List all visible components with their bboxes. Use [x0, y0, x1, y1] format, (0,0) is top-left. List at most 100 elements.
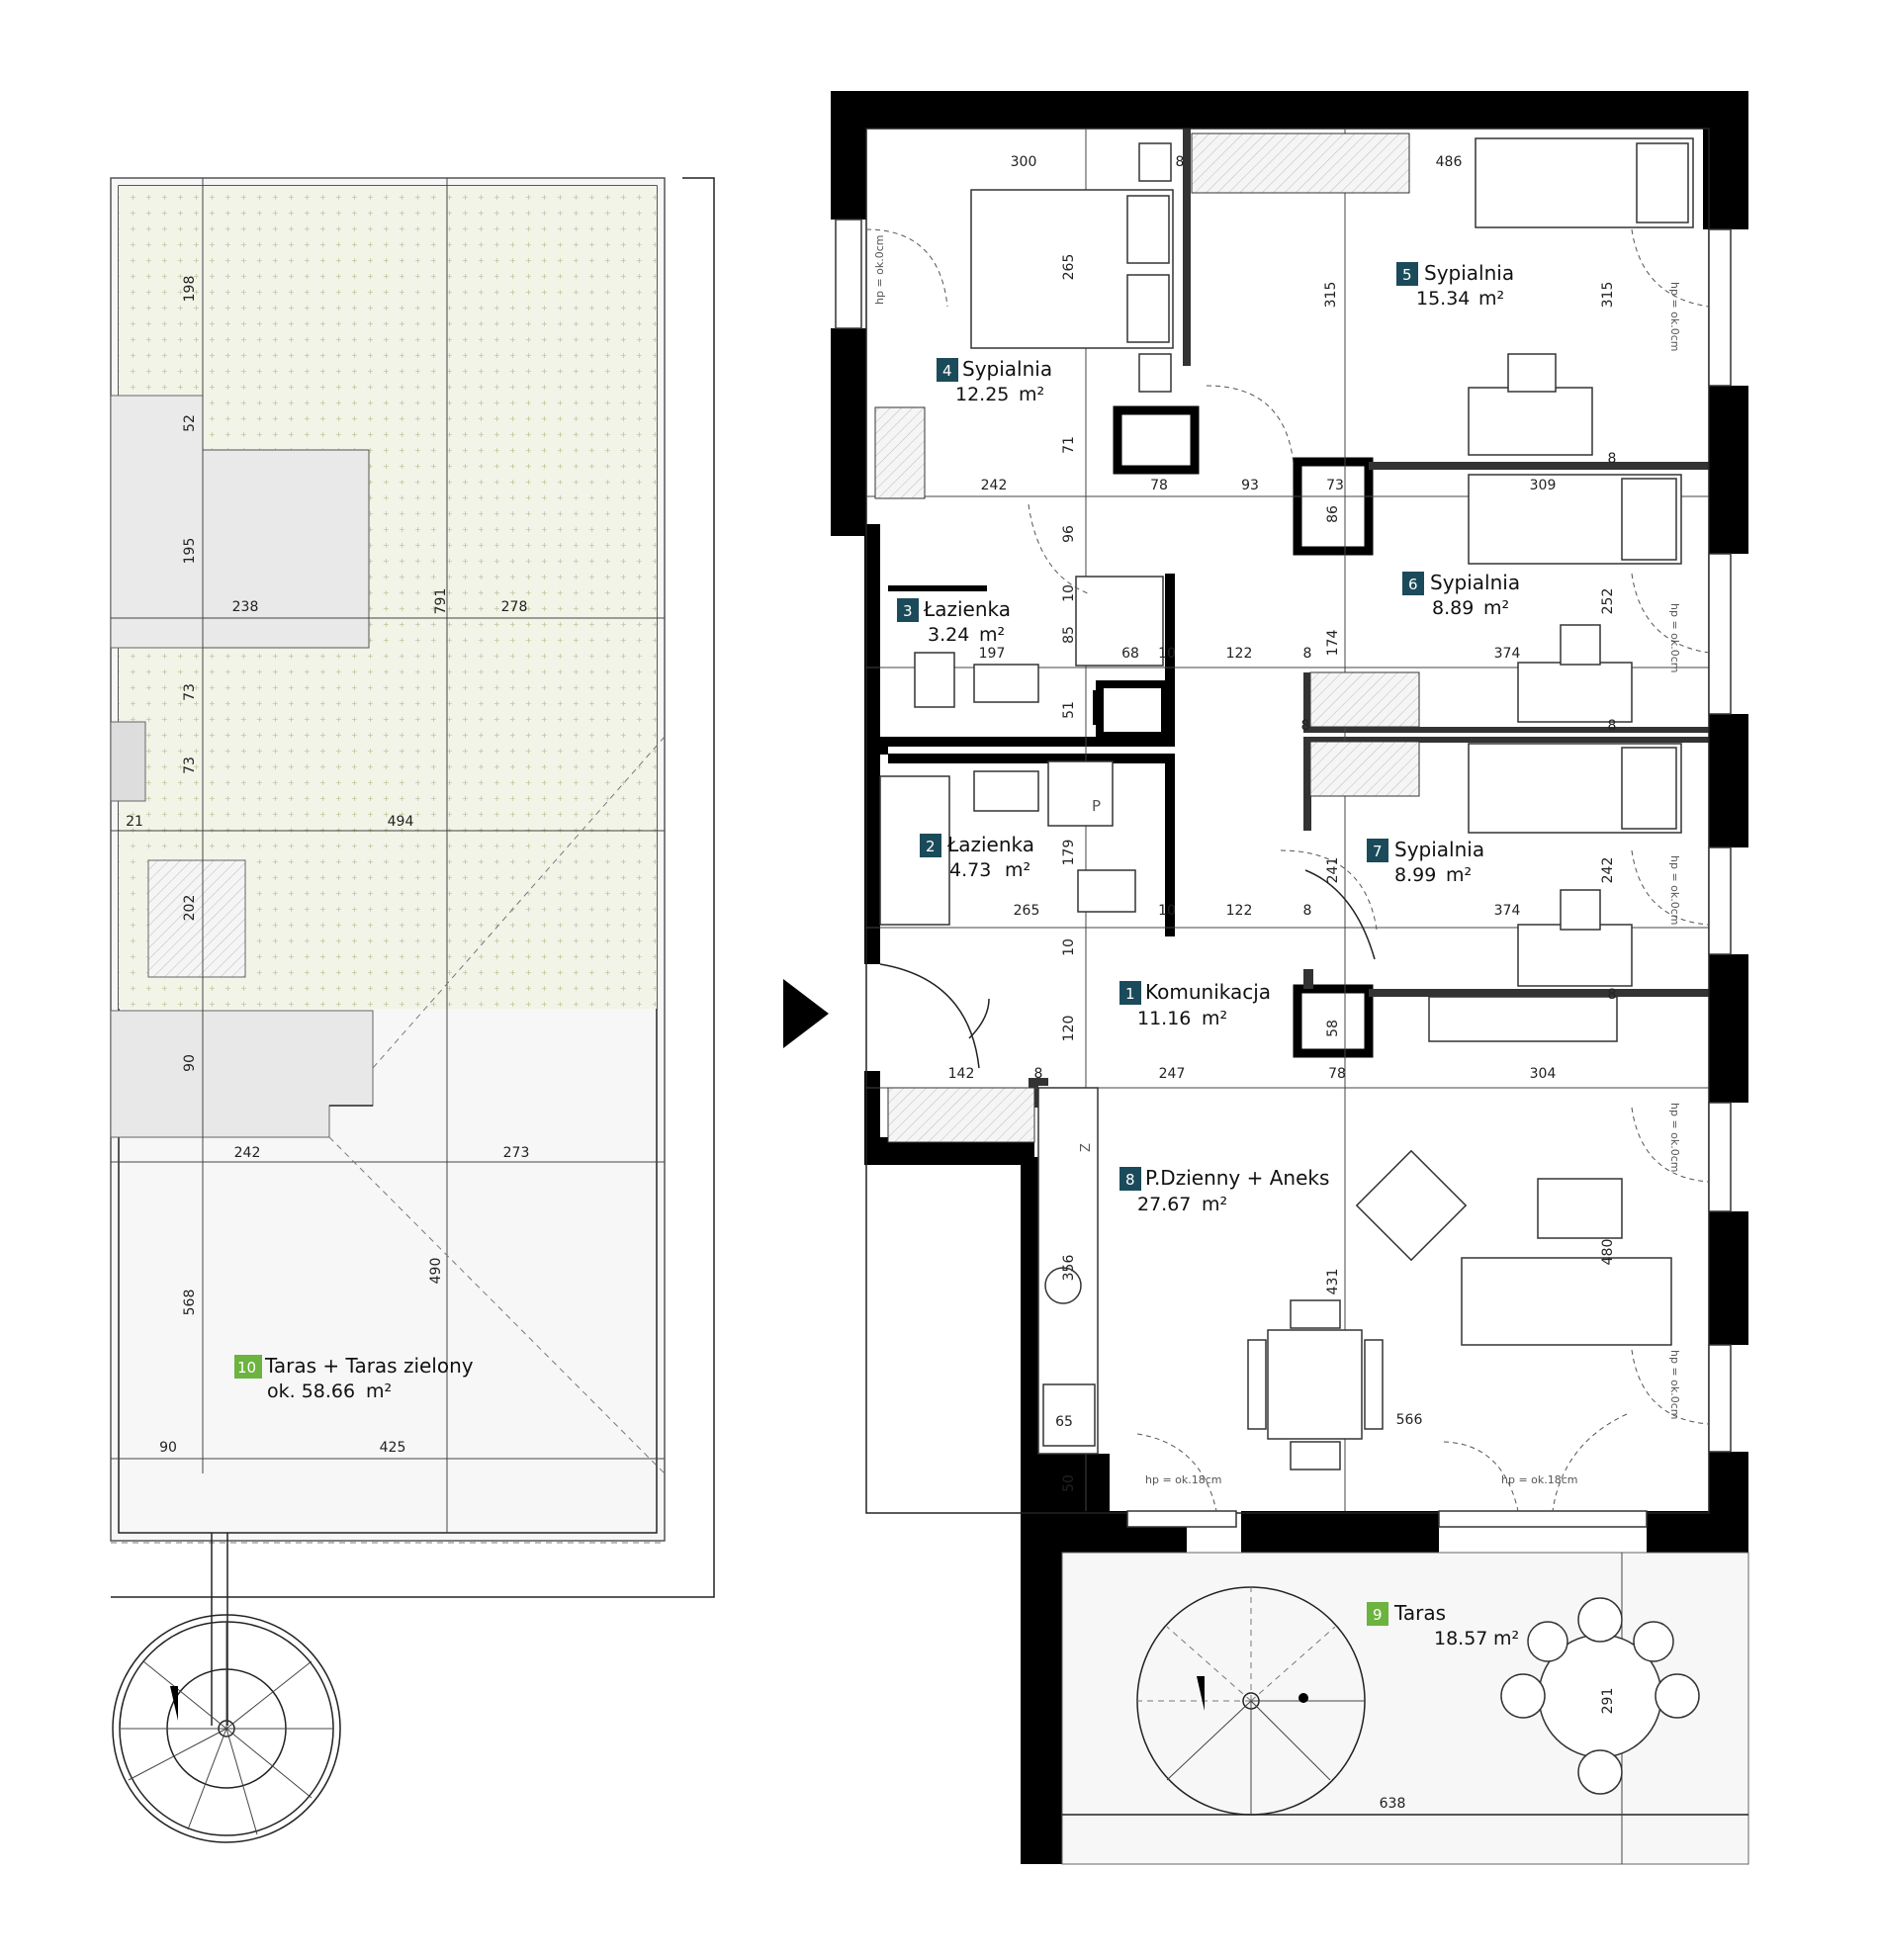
dimension-label: 179 — [1061, 840, 1077, 866]
room-area-unit: m² — [366, 1381, 392, 1402]
dimension-label: 566 — [1396, 1412, 1423, 1428]
room-label-10: 10 Taras + Taras zielony ok. 58.66 m² — [234, 1354, 474, 1402]
dimension-label: 242 — [1600, 857, 1616, 884]
room-area: 27.67 — [1137, 1194, 1191, 1215]
dimension-label: 252 — [1600, 588, 1616, 615]
dimension-label: 374 — [1494, 903, 1521, 919]
room-number: 8 — [1125, 1171, 1135, 1189]
hp-label: hp = ok.0cm — [873, 234, 886, 305]
dimension-label: 8 — [1608, 451, 1617, 467]
apartment-walls — [831, 91, 1748, 1864]
dimension-label: 265 — [1061, 254, 1077, 281]
door-swings — [865, 228, 1710, 1512]
dimension-label: 638 — [1380, 1796, 1406, 1812]
dimension-label: 374 — [1494, 646, 1521, 662]
room-area: 18.57 — [1434, 1628, 1487, 1649]
dimension-label: 315 — [1323, 282, 1339, 309]
room-number: 4 — [942, 362, 952, 380]
dimension-label: 120 — [1061, 1016, 1077, 1042]
dimension-label: 8 — [1176, 154, 1185, 170]
room-number-badge — [1396, 262, 1418, 286]
dimension-label: 247 — [1159, 1066, 1186, 1082]
dimension-label: 65 — [1055, 1414, 1073, 1430]
room-label-8: 8 P.Dzienny + Aneks 27.67 m² — [1119, 1166, 1329, 1215]
furniture — [874, 133, 1700, 1816]
dimension-label: 195 — [182, 538, 198, 565]
room-label-7: 7 Sypialnia 8.99 m² — [1367, 838, 1484, 886]
dimension-label: 494 — [388, 814, 414, 830]
room-area-unit: m² — [1202, 1194, 1227, 1215]
dimension-label: 568 — [182, 1290, 198, 1316]
dimension-label: 58 — [1325, 1020, 1341, 1037]
dimension-label: 122 — [1226, 903, 1253, 919]
room-number: 1 — [1125, 985, 1135, 1003]
room-label-9: 9 Taras 18.57 m² — [1367, 1601, 1519, 1649]
dimension-label: 21 — [126, 814, 143, 830]
room-name: Sypialnia — [1394, 838, 1484, 861]
room-area: 8.89 — [1432, 597, 1474, 619]
dimension-label: 238 — [232, 599, 259, 615]
dimension-label: 198 — [182, 276, 198, 303]
dimension-label: 278 — [501, 599, 528, 615]
dimension-label: 291 — [1600, 1688, 1616, 1715]
room-area-unit: m² — [1478, 288, 1504, 310]
dimension-label: 73 — [182, 683, 198, 701]
room-name: P.Dzienny + Aneks — [1145, 1166, 1329, 1190]
room-number: 7 — [1373, 843, 1383, 860]
dimension-label: 8 — [1608, 718, 1617, 734]
room-label-1: 1 Komunikacja 11.16 m² — [1119, 980, 1271, 1029]
room-number: 9 — [1373, 1606, 1383, 1624]
dimension-label: 52 — [182, 414, 198, 432]
room-number-badge — [1367, 1602, 1388, 1626]
room-name: Łazienka — [946, 833, 1034, 856]
room-label-3: 3 Łazienka 3.24 m² — [897, 597, 1011, 646]
room-area: ok. 58.66 — [267, 1381, 355, 1402]
dimension-label: 431 — [1325, 1269, 1341, 1295]
dimension-label: 425 — [380, 1440, 406, 1456]
dimension-label: 8 — [1608, 987, 1617, 1003]
dimension-label: 93 — [1241, 478, 1259, 493]
dimension-label: 8 — [1301, 718, 1310, 734]
hp-label: hp = ok.18cm — [1145, 1473, 1222, 1486]
room-area: 11.16 — [1137, 1008, 1191, 1029]
room-area: 4.73 — [949, 859, 991, 881]
dimension-label: 85 — [1061, 626, 1077, 644]
dimension-label: 242 — [234, 1145, 261, 1161]
room-number-badge — [897, 598, 919, 622]
stove-mark: P — [1092, 797, 1101, 815]
dimension-label: 10 — [1158, 646, 1176, 662]
room-area-unit: m² — [1005, 859, 1030, 881]
room-number-badge — [1367, 839, 1388, 862]
room-label-5: 5 Sypialnia 15.34 m² — [1396, 261, 1514, 310]
dimension-label: 241 — [1325, 857, 1341, 884]
hp-label: hp = ok.0cm — [1668, 603, 1681, 673]
room-number-badge — [1402, 572, 1424, 595]
room-number-badge — [920, 834, 941, 857]
dimension-label: 10 — [1061, 584, 1077, 602]
dimension-label: 356 — [1061, 1255, 1077, 1282]
height-annotations: hp = ok.0cm hp = ok.0cm hp = ok.0cm hp =… — [873, 234, 1681, 1486]
hp-label: hp = ok.0cm — [1668, 855, 1681, 926]
dimension-label: 86 — [1325, 505, 1341, 523]
room-number-badge — [937, 358, 958, 382]
room-name: Taras + Taras zielony — [264, 1354, 474, 1378]
dimension-label: 122 — [1226, 646, 1253, 662]
dimension-label: 273 — [503, 1145, 530, 1161]
room-area-unit: m² — [1483, 597, 1509, 619]
room-number: 5 — [1402, 266, 1412, 284]
dimension-label: 73 — [182, 757, 198, 774]
room-name: Taras — [1393, 1601, 1446, 1625]
dimension-label: 174 — [1325, 630, 1341, 657]
dimension-label: 309 — [1530, 478, 1557, 493]
hp-label: hp = ok.0cm — [1668, 1103, 1681, 1173]
dimension-label: 8 — [1034, 1066, 1043, 1082]
dimension-label: 8 — [1303, 903, 1312, 919]
windows — [835, 219, 1732, 1528]
hp-label: hp = ok.0cm — [1668, 282, 1681, 352]
dimension-label: 90 — [159, 1440, 177, 1456]
dimension-label: 315 — [1600, 282, 1616, 309]
fridge-mark: Z — [1079, 1143, 1094, 1152]
dimension-label: 10 — [1061, 938, 1077, 956]
dimension-label: 8 — [1303, 646, 1312, 662]
